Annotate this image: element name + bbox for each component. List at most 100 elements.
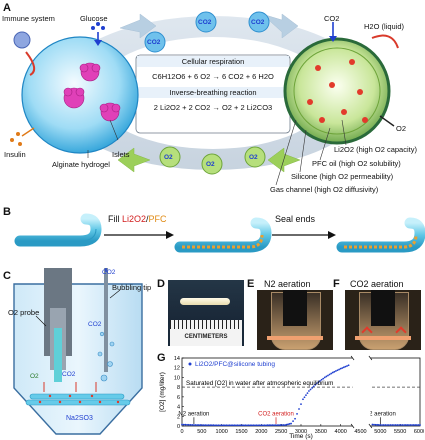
data-point — [335, 370, 337, 372]
data-point — [288, 423, 291, 425]
vial — [13, 283, 143, 435]
data-point — [268, 424, 271, 427]
inverse-breathing-header — [137, 87, 289, 98]
pfc-oil-label: PFC oil (high O2 solubility) — [312, 159, 401, 168]
data-point — [376, 423, 379, 426]
o2-probe-sensor — [54, 328, 62, 382]
annotation-label: N2 aeration — [365, 411, 396, 417]
data-point — [346, 365, 348, 367]
data-point — [202, 424, 205, 427]
bubbling-tip-label: Bubbling tip — [112, 283, 152, 292]
data-point — [276, 424, 279, 427]
annotation-label: N2 aeration — [178, 411, 209, 417]
y-tick-label: 10 — [174, 375, 180, 381]
h2o-liquid-label: H2O (liquid) — [364, 22, 405, 31]
data-point — [389, 424, 392, 426]
y-tick-label: 8 — [177, 385, 180, 391]
data-point — [411, 424, 413, 426]
data-point — [196, 424, 199, 426]
data-point — [201, 424, 203, 426]
data-point — [327, 374, 329, 377]
o2-probe-label: O2 probe — [8, 308, 40, 317]
x-tick-label: 5000 — [374, 429, 386, 435]
data-point — [312, 385, 315, 388]
data-point — [287, 423, 290, 426]
data-point — [225, 424, 228, 427]
data-point — [249, 424, 252, 427]
data-point — [219, 424, 221, 427]
ring-co2-label-1: CO2 — [147, 39, 161, 46]
ring-co2-label-3: CO2 — [251, 19, 265, 26]
panel-label-f: F — [333, 278, 340, 290]
data-point — [235, 424, 237, 427]
data-point — [246, 424, 248, 427]
data-point — [294, 417, 296, 420]
insulin-icon — [10, 132, 22, 146]
data-point — [210, 424, 213, 427]
fill-li2o2-text: Li2O2 — [122, 214, 147, 224]
data-point — [231, 424, 234, 427]
na2so3-label: Na2SO3 — [66, 415, 93, 422]
y-tick-label: 14 — [174, 356, 180, 362]
tubing-photo: CENTIMETERS — [168, 280, 244, 346]
inverse-breathing-equation: 2 Li2O2 + 2 CO2 → O2 + 2 Li2CO3 — [153, 103, 273, 112]
callout-lines — [87, 119, 347, 186]
x-tick-label: 4000 — [335, 429, 347, 435]
reaction-arrows — [43, 382, 97, 392]
y-tick-label: 2 — [177, 414, 180, 420]
glucose-arrowhead — [94, 40, 102, 46]
data-point — [238, 424, 241, 427]
o2-out-arrow — [379, 115, 395, 127]
co2-arrows — [119, 13, 299, 39]
data-point — [197, 424, 200, 426]
ring-co2-label-2: CO2 — [198, 19, 212, 26]
panel-label-e: E — [247, 278, 255, 290]
inverse-breathing-title: Inverse-breathing reaction — [169, 88, 257, 97]
data-point — [336, 369, 339, 372]
data-point — [309, 388, 312, 391]
co2-inner-label: CO2 — [88, 321, 102, 328]
data-point — [384, 424, 387, 426]
data-point — [239, 424, 242, 427]
o2-right-label: O2 — [396, 124, 407, 133]
data-point — [292, 420, 294, 423]
data-point — [403, 424, 406, 426]
x-tick-label: 3000 — [295, 429, 307, 435]
data-point — [396, 424, 399, 426]
legend-label: Li2O2/PFC@silicone tubing — [195, 361, 275, 368]
legend-marker — [188, 362, 192, 366]
cellular-respiration-equation: C6H12O6 + 6 O2 → 6 CO2 + 6 H2O — [152, 72, 274, 81]
panel-a-diagram — [10, 11, 399, 186]
data-point — [228, 424, 231, 427]
o2-bubbles — [159, 146, 266, 175]
x-tick-label: 6000 — [414, 429, 424, 435]
data-point — [386, 424, 389, 426]
data-point — [281, 424, 283, 426]
data-point — [331, 371, 334, 374]
fill-text: Fill — [108, 214, 122, 224]
x-tick-label: 5500 — [394, 429, 406, 435]
data-point — [263, 424, 266, 427]
co2-bottom-label: CO2 — [62, 371, 76, 378]
data-point — [298, 408, 300, 410]
data-point — [406, 424, 409, 426]
ruler-label: CENTIMETERS — [184, 334, 228, 340]
data-point — [181, 423, 183, 426]
data-point — [285, 423, 288, 426]
data-point — [186, 423, 188, 426]
immune-cell-icon — [13, 31, 31, 49]
tubing-sample — [180, 298, 230, 305]
ring-o2-label-1: O2 — [249, 154, 258, 161]
data-point — [379, 424, 382, 426]
data-point — [279, 424, 282, 426]
break-mark — [368, 423, 373, 429]
data-point — [302, 398, 304, 401]
data-point — [347, 364, 350, 367]
data-point — [374, 423, 377, 426]
data-point — [209, 424, 212, 427]
x-tick-label: 1500 — [235, 429, 247, 435]
oxygen-generator-sphere — [283, 37, 391, 145]
co2-top-label: CO2 — [324, 14, 340, 23]
data-point — [242, 424, 245, 427]
